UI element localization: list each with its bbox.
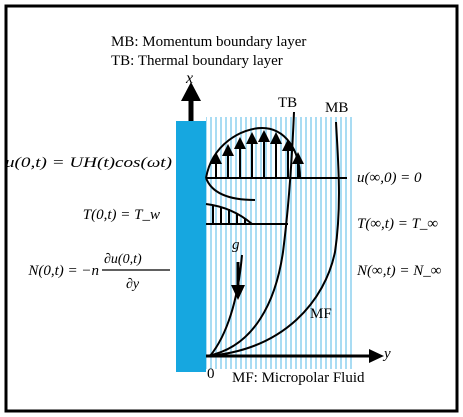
velocity-profile-lower xyxy=(205,177,256,201)
bc-wall-microrotation-numerator: ∂u(0,t) xyxy=(104,252,142,267)
legend-tb: TB: Thermal boundary layer xyxy=(111,53,283,69)
gravity-label: g xyxy=(232,237,240,253)
plate-wall xyxy=(176,121,206,372)
velocity-arrows xyxy=(210,130,304,178)
inner-profile-curve xyxy=(209,254,243,357)
thermal-hatch xyxy=(212,205,246,224)
legend-mb: MB: Momentum boundary layer xyxy=(111,34,306,50)
mb-curve-label: MB xyxy=(325,100,348,116)
momentum-boundary-curve xyxy=(206,121,340,357)
y-axis-arrowhead xyxy=(369,349,384,363)
origin-label: 0 xyxy=(207,366,215,382)
micropolar-fluid-region xyxy=(206,117,354,369)
gravity-arrowhead xyxy=(231,285,245,300)
x-axis-label: x xyxy=(185,70,193,87)
bc-wall-microrotation-denominator: ∂y xyxy=(126,277,140,292)
bc-wall-temperature: T(0,t) = T_w xyxy=(83,207,160,223)
x-axis-arrowhead xyxy=(181,82,201,101)
thermal-boundary-curve xyxy=(206,111,295,357)
bc-far-temperature: T(∞,t) = T_∞ xyxy=(357,216,438,232)
bc-wall-microrotation: N(0,t) = −n xyxy=(27,263,99,279)
y-axis-label: y xyxy=(382,346,391,362)
tb-curve-label: TB xyxy=(278,95,297,111)
bc-wall-velocity: u(0,t) = UH(t)cos(ωt) xyxy=(5,155,172,171)
footer-caption: MF: Micropolar Fluid xyxy=(232,370,365,386)
figure-frame xyxy=(4,4,459,413)
bc-far-velocity: u(∞,0) = 0 xyxy=(357,170,422,186)
bc-far-microrotation: N(∞,t) = N_∞ xyxy=(356,263,442,279)
fluid-label: MF xyxy=(310,306,332,322)
